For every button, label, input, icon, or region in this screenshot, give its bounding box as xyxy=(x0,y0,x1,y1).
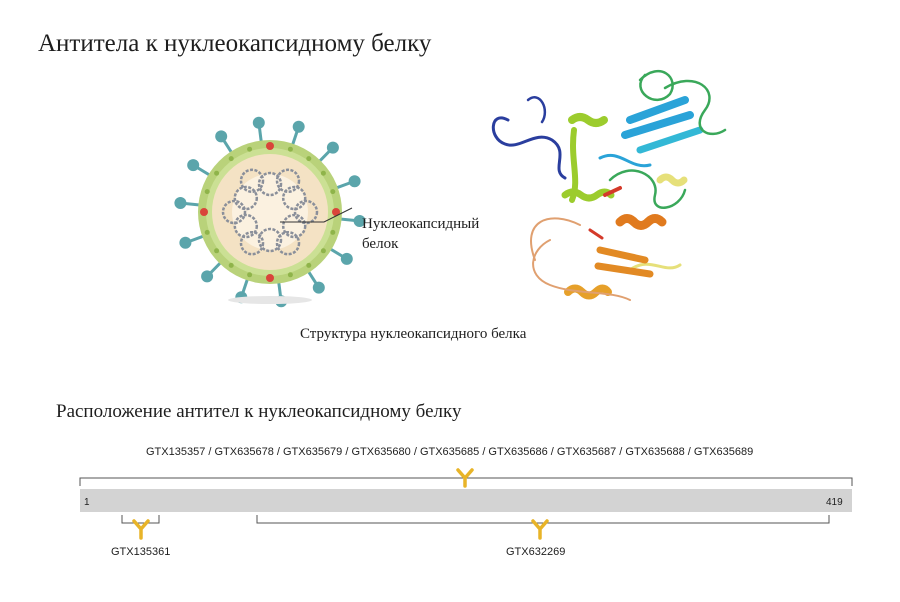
antibody-icon-c-terminal xyxy=(531,519,549,540)
n-terminal-antibody-label: GTX135361 xyxy=(111,546,171,558)
sequence-start-label: 1 xyxy=(84,497,90,508)
structure-caption: Структура нуклеокапсидного белка xyxy=(300,326,527,342)
nucleocapsid-rna xyxy=(221,168,319,256)
membrane-protein xyxy=(330,229,336,235)
antibody-icon-full-length xyxy=(456,468,474,488)
rna-coil xyxy=(275,230,301,256)
membrane-protein xyxy=(330,189,336,195)
sequence-end-label: 419 xyxy=(826,497,843,508)
membrane-protein xyxy=(214,170,220,176)
virus-illustration xyxy=(174,116,366,308)
membrane-protein xyxy=(200,208,208,216)
c-terminal-bracket xyxy=(256,515,830,524)
rna-coil xyxy=(281,185,307,211)
page-title: Антитела к нуклеокапсидному белку xyxy=(38,30,432,57)
membrane-protein xyxy=(287,272,293,278)
membrane-protein xyxy=(204,189,210,195)
nucleocapsid-pointer xyxy=(280,207,353,223)
membrane-protein xyxy=(247,272,253,278)
membrane-protein xyxy=(320,170,326,176)
membrane-protein xyxy=(306,156,312,162)
antibody-icon-n-terminal xyxy=(132,519,150,540)
membrane-protein xyxy=(214,248,220,254)
full-length-antibody-list: GTX135357 / GTX635678 / GTX635679 / GTX6… xyxy=(146,446,754,458)
section-title: Расположение антител к нуклеокапсидному … xyxy=(56,401,462,422)
membrane-proteins xyxy=(200,142,340,282)
membrane-protein xyxy=(332,208,340,216)
membrane-protein xyxy=(306,262,312,268)
membrane-protein xyxy=(287,146,293,152)
membrane-protein xyxy=(204,229,210,235)
rna-coil xyxy=(257,171,283,197)
membrane-protein xyxy=(320,248,326,254)
membrane-protein xyxy=(228,262,234,268)
protein-sequence-bar xyxy=(80,489,852,512)
rna-coil xyxy=(233,185,259,211)
membrane-protein xyxy=(266,274,274,282)
membrane-protein xyxy=(228,156,234,162)
membrane-protein xyxy=(266,142,274,150)
rna-coil xyxy=(275,168,301,194)
membrane-protein xyxy=(247,146,253,152)
rna-coil xyxy=(239,230,265,256)
rna-coil xyxy=(239,168,265,194)
rna-coil xyxy=(281,213,307,239)
nucleocapsid-label: Нуклеокапсидный белок xyxy=(362,216,480,252)
c-terminal-antibody-label: GTX632269 xyxy=(506,546,566,558)
rna-coil xyxy=(257,227,283,253)
n-terminal-bracket xyxy=(121,515,160,524)
protein-structure-image xyxy=(491,69,727,301)
